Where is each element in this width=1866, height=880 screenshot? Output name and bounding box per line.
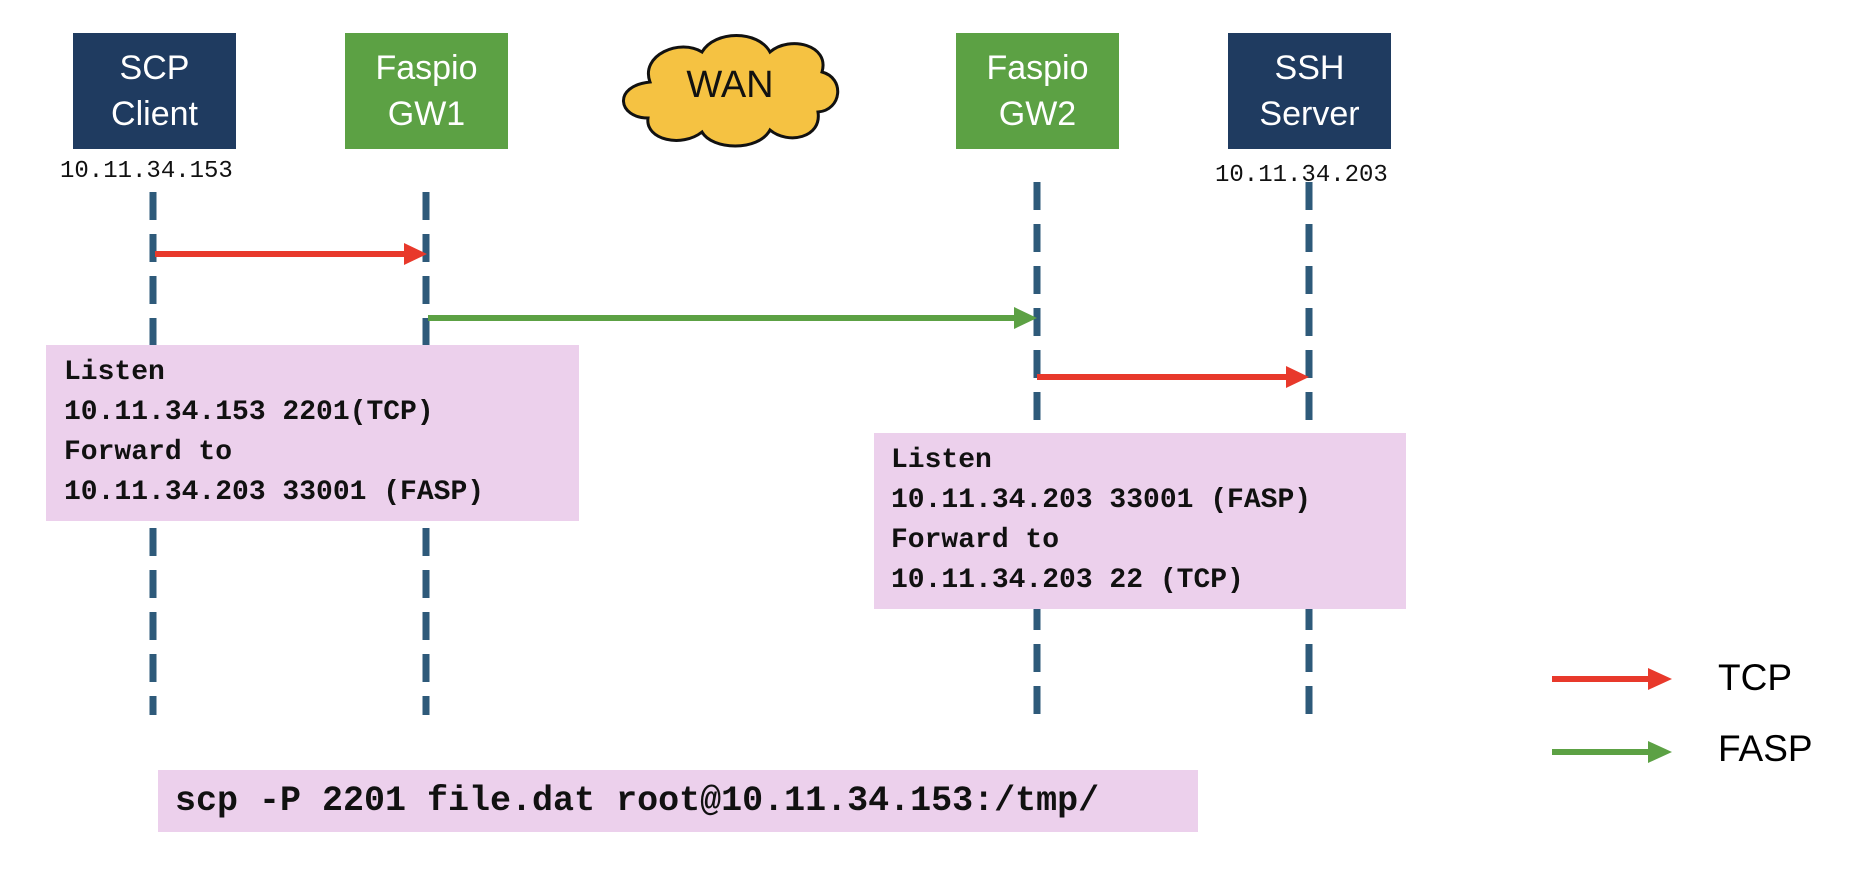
legend-fasp-label: FASP <box>1718 728 1813 769</box>
tcp-arrowhead-gw2-to-server <box>1286 366 1309 388</box>
scp-command-text: scp -P 2201 file.dat root@10.11.34.153:/… <box>175 781 1100 821</box>
scp-command-box: scp -P 2201 file.dat root@10.11.34.153:/… <box>158 770 1198 832</box>
ssh-server-node: SSH Server <box>1228 33 1391 149</box>
wan-label: WAN <box>686 64 774 106</box>
ssh-server-label: SSH Server <box>1259 49 1360 133</box>
wan-cloud-icon <box>622 34 840 148</box>
faspio-gw1-node: Faspio GW1 <box>345 33 508 149</box>
gw2-config-line-2: 10.11.34.203 33001 (FASP) <box>891 485 1312 516</box>
gw2-config-line-3: Forward to <box>891 525 1060 556</box>
scp-client-ip: 10.11.34.153 <box>60 158 233 185</box>
faspio-gw1-label: Faspio GW1 <box>375 49 478 133</box>
ssh-server-ip: 10.11.34.203 <box>1215 162 1388 189</box>
gw1-config-box: Listen 10.11.34.153 2201(TCP) Forward to… <box>46 345 579 521</box>
faspio-gw2-node: Faspio GW2 <box>956 33 1119 149</box>
gw1-config-line-3: Forward to <box>64 437 233 468</box>
fasp-arrowhead-gw1-to-gw2 <box>1014 307 1037 329</box>
gw1-config-line-1: Listen <box>64 357 165 388</box>
legend-tcp-arrowhead <box>1648 668 1672 690</box>
scp-client-node: SCP Client <box>73 33 236 149</box>
legend-fasp-arrowhead <box>1648 741 1672 763</box>
scp-client-label: SCP Client <box>111 49 198 133</box>
faspio-gw2-label: Faspio GW2 <box>986 49 1089 133</box>
gw2-config-line-4: 10.11.34.203 22 (TCP) <box>891 565 1244 596</box>
gw2-config-box: Listen 10.11.34.203 33001 (FASP) Forward… <box>874 433 1406 609</box>
gw1-config-line-4: 10.11.34.203 33001 (FASP) <box>64 477 485 508</box>
gw2-config-line-1: Listen <box>891 445 992 476</box>
gw1-config-line-2: 10.11.34.153 2201(TCP) <box>64 397 434 428</box>
tcp-arrowhead-client-to-gw1 <box>404 243 427 265</box>
legend-tcp-label: TCP <box>1718 657 1792 698</box>
